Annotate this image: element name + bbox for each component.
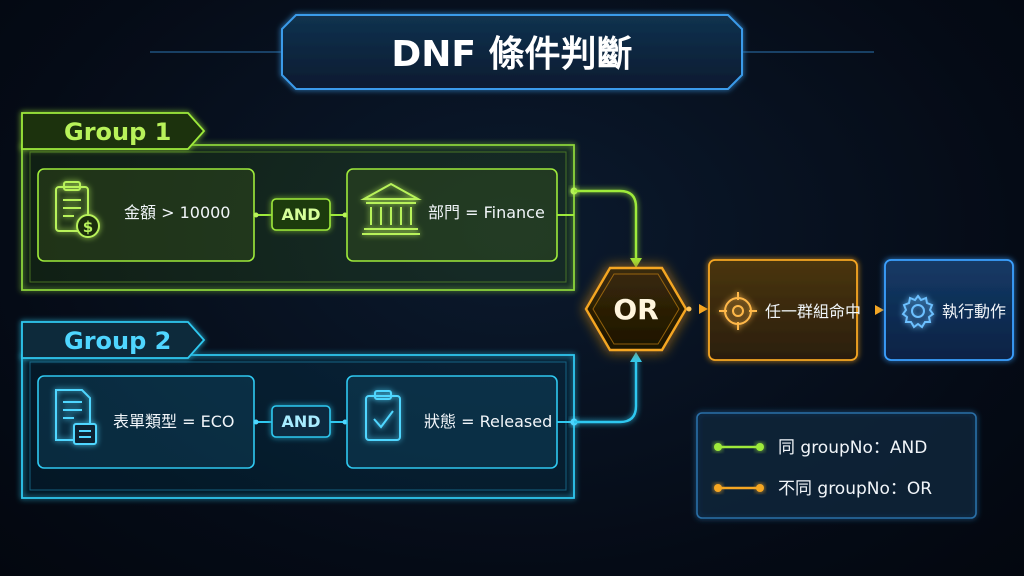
group-2-condition-2-text: 狀態 = Released (424, 412, 552, 431)
match-to-action-arrow-icon (875, 305, 884, 315)
action-node: 執行動作 (884, 259, 1014, 361)
or-label: OR (613, 293, 658, 326)
group-2-label: Group 2 (64, 327, 171, 355)
or-node: OR (584, 266, 688, 352)
document-form-icon (55, 389, 97, 445)
legend: 同 groupNo：AND 不同 groupNo：OR (696, 412, 977, 519)
clipboard-check-icon (365, 390, 401, 441)
group-1-to-or-connector (574, 189, 638, 262)
gear-icon (901, 294, 935, 329)
group-1-tab (21, 112, 206, 150)
title-banner: DNF 條件判斷 (150, 14, 874, 90)
group-1-condition-2-text: 部門 = Finance (428, 203, 545, 222)
group-2-condition-1-text: 表單類型 = ECO (113, 412, 234, 431)
group-1-and-label: AND (281, 205, 320, 224)
group-2: Group 2 表單類型 = ECO AND 狀態 = Released (21, 321, 578, 499)
bank-building-icon (360, 182, 422, 235)
group-2-arrow-icon (630, 352, 642, 362)
svg-text:$: $ (83, 218, 93, 236)
match-text: 任一群組命中 (765, 302, 861, 321)
target-icon (719, 292, 757, 330)
clipboard-dollar-icon: $ (55, 181, 100, 238)
group-2-tab (21, 321, 206, 359)
group-2-to-or-connector (574, 358, 638, 424)
group-1-arrow-icon (630, 258, 642, 268)
action-text: 執行動作 (942, 302, 1006, 321)
group-1-label: Group 1 (64, 118, 171, 146)
or-to-match-arrow-icon (699, 304, 708, 314)
group-1: Group 1 $ 金額 > 10000 AND (21, 112, 578, 291)
match-node: 任一群組命中 (708, 259, 861, 361)
legend-same-text: 同 groupNo：AND (778, 438, 927, 458)
page-title: DNF 條件判斷 (391, 34, 632, 75)
group-1-condition-1-text: 金額 > 10000 (124, 203, 230, 222)
group-2-and-label: AND (281, 412, 320, 431)
legend-diff-text: 不同 groupNo：OR (778, 479, 932, 499)
